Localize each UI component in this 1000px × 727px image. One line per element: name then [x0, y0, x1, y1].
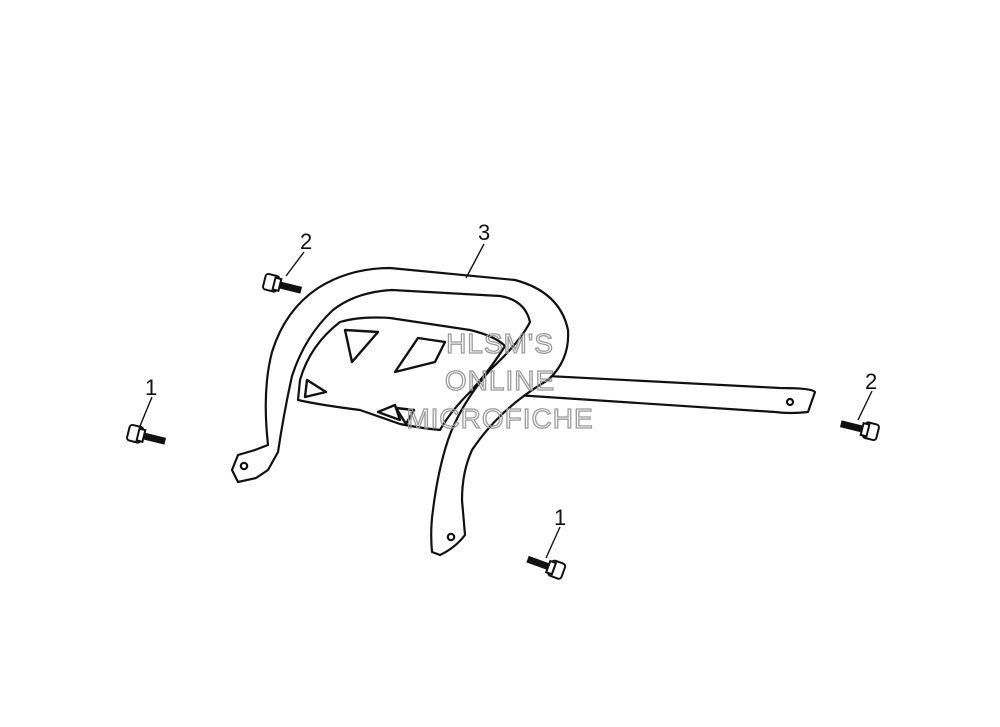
watermark-line-2: ONLINE	[445, 365, 555, 396]
callout-1-left: 1	[145, 375, 157, 400]
rack-brace-bar	[468, 370, 817, 415]
bolt-1-bottom-icon	[526, 555, 567, 580]
callout-3: 3	[478, 220, 490, 245]
bolt-1-left-icon	[126, 423, 167, 445]
callout-2-left: 2	[300, 229, 312, 254]
leader-1-bottom	[545, 526, 561, 559]
watermark-line-1: HLSM'S	[446, 328, 554, 359]
callout-2-right: 2	[865, 369, 877, 394]
leader-2-left	[285, 251, 305, 277]
leader-1-left	[139, 396, 153, 427]
leader-2-right	[857, 390, 873, 421]
bolt-2-right-icon	[839, 420, 880, 442]
watermark: HLSM'S ONLINE MICROFICHE	[406, 327, 594, 434]
watermark-line-3: MICROFICHE	[406, 403, 593, 434]
leader-3	[465, 243, 485, 279]
callout-1-bottom: 1	[554, 505, 566, 530]
rack-frame	[230, 266, 570, 557]
bolt-2-left-icon	[262, 272, 303, 294]
